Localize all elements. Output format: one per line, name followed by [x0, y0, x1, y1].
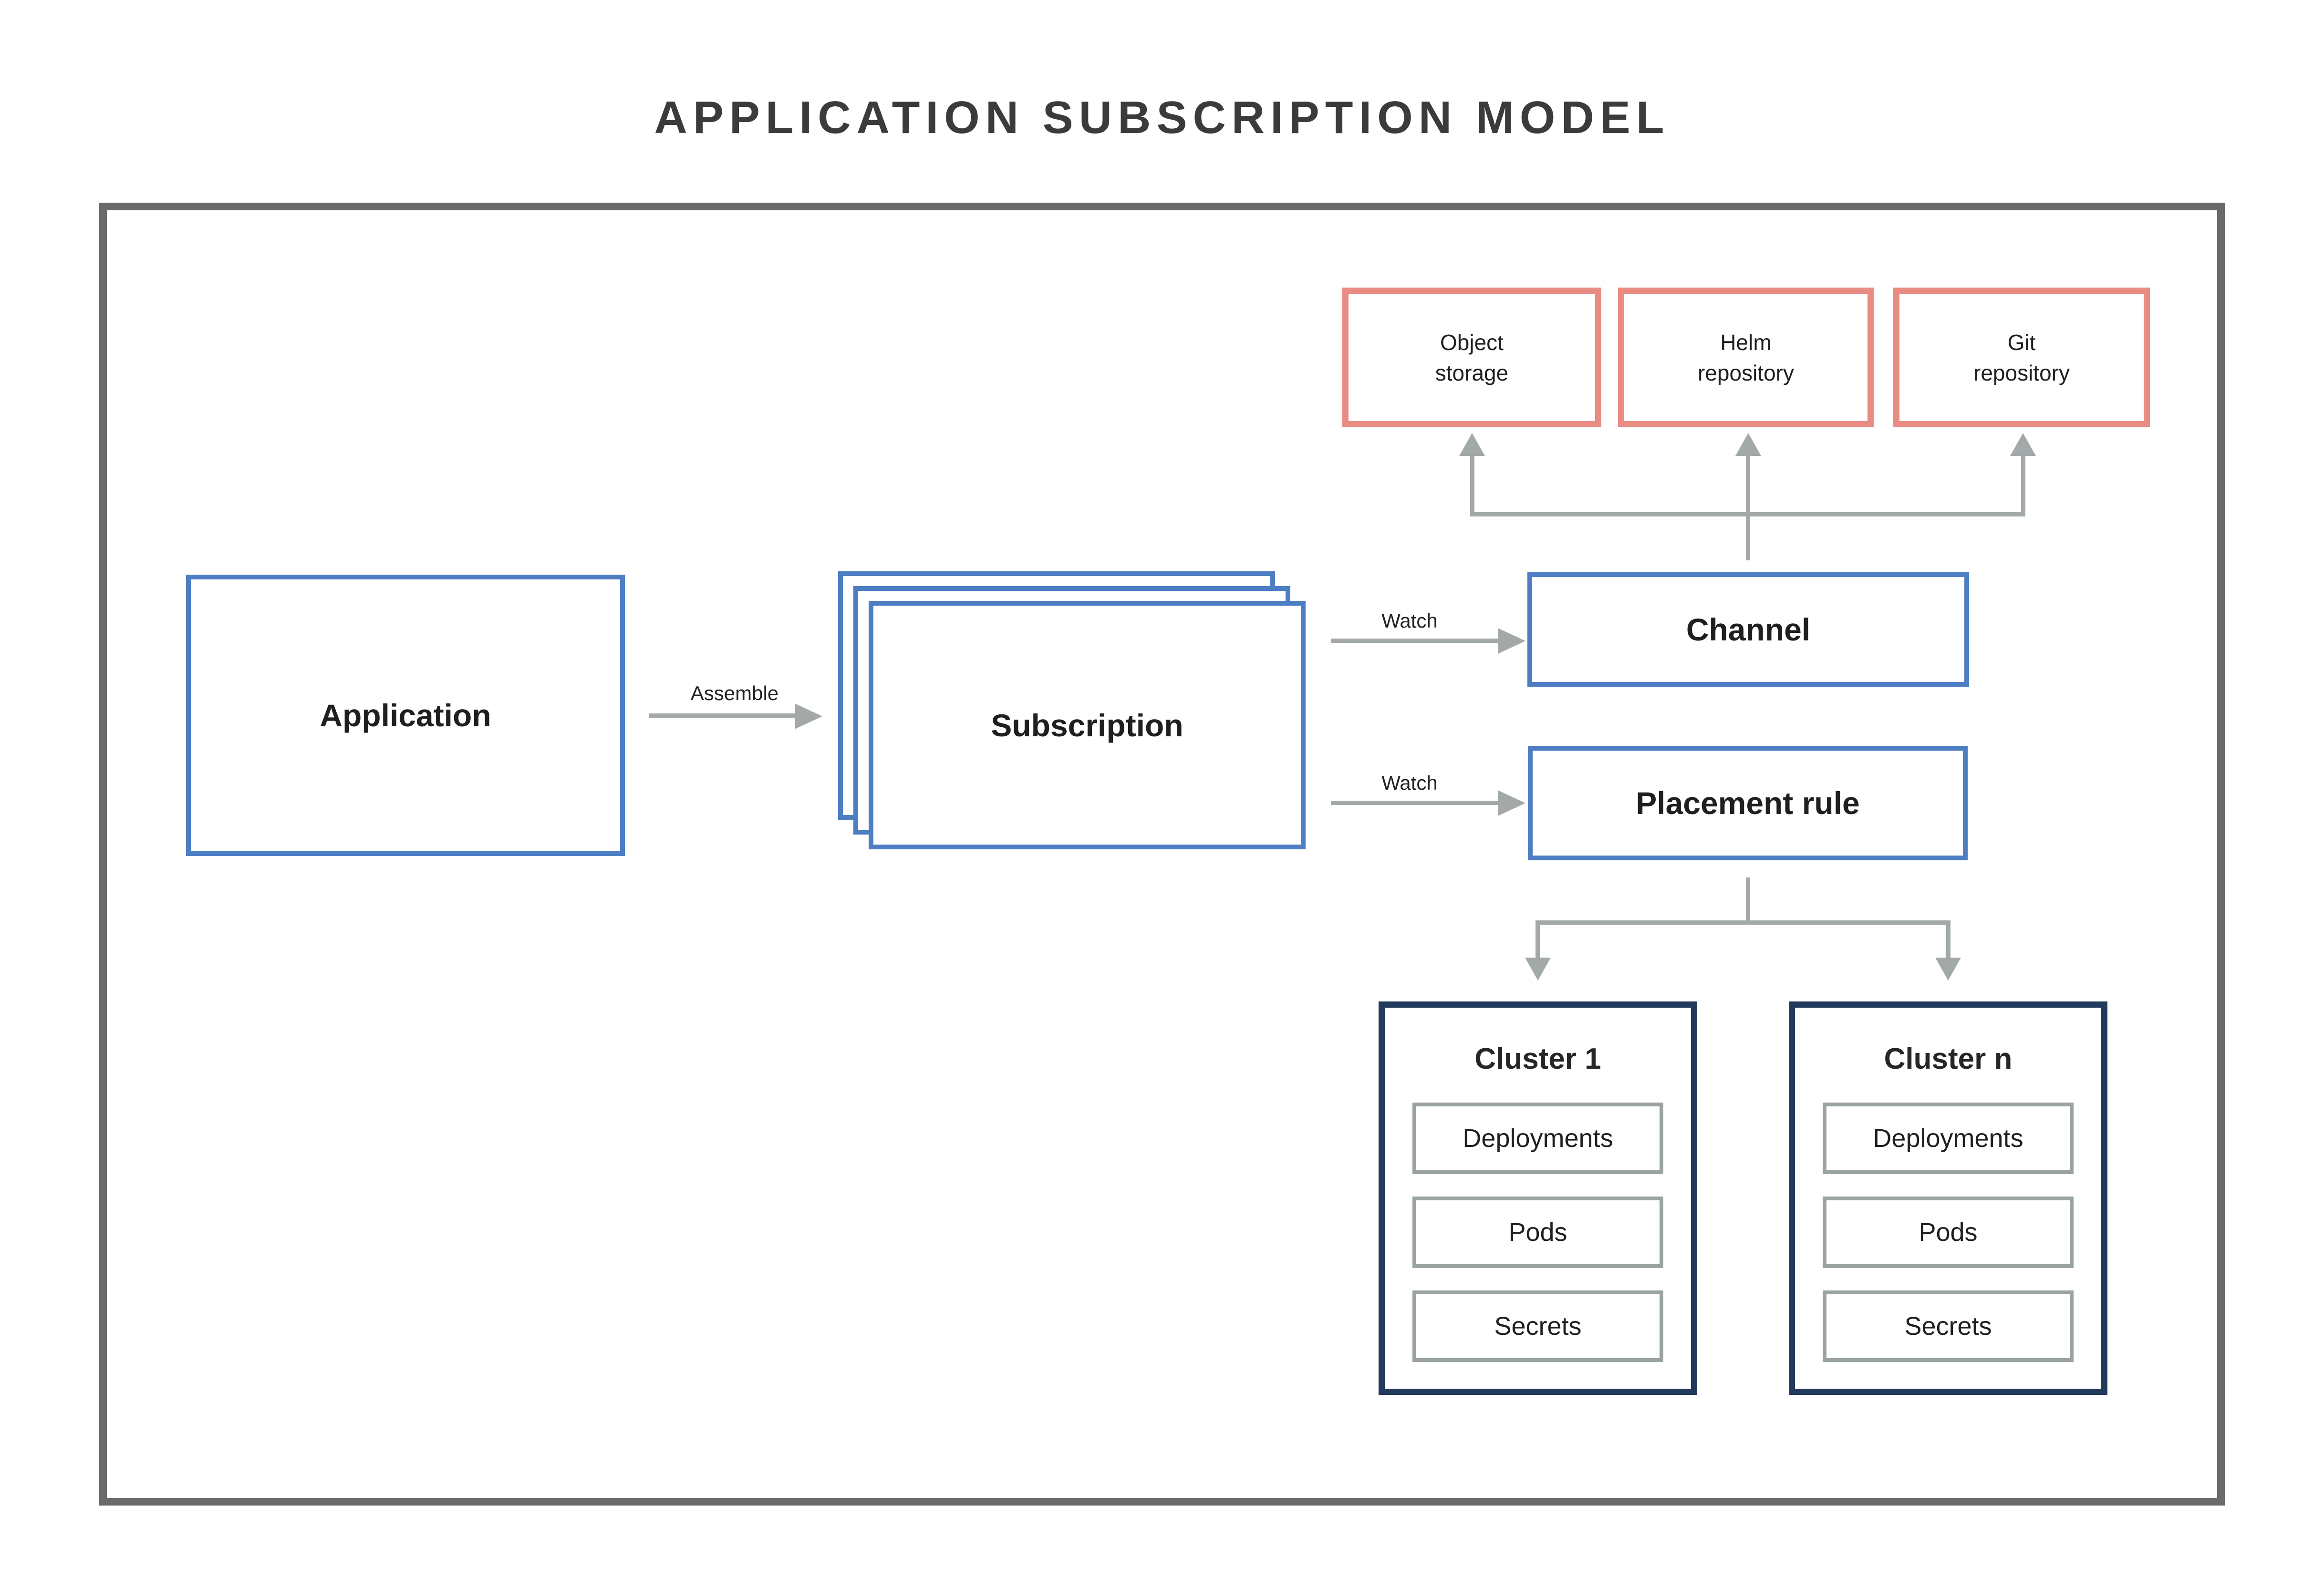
diagram-frame: [99, 203, 2225, 1506]
application-label: Application: [320, 698, 491, 733]
cluster-1-arrowhead-icon: [1525, 958, 1551, 980]
git-repository-label-line2: repository: [1973, 360, 2070, 385]
watch-placement-arrow-line: [1331, 801, 1498, 805]
cluster-1-secrets-box: Secrets: [1412, 1290, 1663, 1362]
helm-repository-arrowhead-icon: [1735, 433, 1761, 456]
cluster-n-box: Cluster n Deployments Pods Secrets: [1789, 1001, 2107, 1395]
page-title: APPLICATION SUBSCRIPTION MODEL: [654, 92, 1670, 143]
placement-tree-bar-line: [1536, 920, 1950, 925]
helm-repository-label-line2: repository: [1698, 360, 1794, 385]
channel-tree-right-line: [2021, 455, 2025, 514]
placement-tree-stem-line: [1746, 877, 1750, 922]
channel-tree-bar-line: [1470, 512, 2025, 516]
cluster-1-items: Deployments Pods Secrets: [1412, 1103, 1663, 1362]
object-storage-label-line1: Object: [1440, 330, 1504, 355]
cluster-1-pods-box: Pods: [1412, 1197, 1663, 1268]
git-repository-arrowhead-icon: [2010, 433, 2036, 456]
assemble-edge-label: Assemble: [690, 682, 779, 704]
cluster-n-deployments-box: Deployments: [1823, 1103, 2074, 1174]
cluster-n-pods-box: Pods: [1823, 1197, 2074, 1268]
watch-channel-arrowhead-icon: [1498, 628, 1525, 654]
channel-box: Channel: [1527, 572, 1969, 687]
channel-label: Channel: [1686, 612, 1811, 647]
assemble-arrowhead-icon: [795, 703, 822, 729]
object-storage-arrowhead-icon: [1459, 433, 1485, 456]
assemble-arrow-line: [649, 713, 795, 718]
placement-rule-box: Placement rule: [1528, 746, 1968, 860]
cluster-n-title: Cluster n: [1884, 1042, 2013, 1075]
placement-rule-label: Placement rule: [1636, 785, 1860, 821]
object-storage-box: Object storage: [1342, 288, 1601, 427]
watch-placement-edge-label: Watch: [1381, 772, 1438, 794]
watch-placement-arrowhead-icon: [1498, 790, 1525, 816]
cluster-1-title: Cluster 1: [1474, 1042, 1601, 1075]
watch-channel-edge-label: Watch: [1381, 609, 1438, 632]
channel-tree-left-line: [1470, 455, 1474, 514]
placement-tree-left-line: [1536, 922, 1540, 959]
placement-tree-right-line: [1946, 922, 1950, 959]
helm-repository-box: Helm repository: [1618, 288, 1874, 427]
cluster-n-arrowhead-icon: [1935, 958, 1961, 980]
subscription-box: Subscription: [869, 601, 1306, 849]
cluster-n-items: Deployments Pods Secrets: [1823, 1103, 2074, 1362]
channel-tree-stem-line: [1746, 455, 1750, 560]
cluster-1-box: Cluster 1 Deployments Pods Secrets: [1379, 1001, 1697, 1395]
git-repository-box: Git repository: [1893, 288, 2150, 427]
object-storage-label-line2: storage: [1435, 360, 1509, 385]
git-repository-label-line1: Git: [2007, 330, 2036, 355]
cluster-1-deployments-box: Deployments: [1412, 1103, 1663, 1174]
subscription-label: Subscription: [991, 707, 1183, 743]
watch-channel-arrow-line: [1331, 639, 1498, 643]
application-box: Application: [186, 575, 625, 856]
cluster-n-secrets-box: Secrets: [1823, 1290, 2074, 1362]
helm-repository-label-line1: Helm: [1720, 330, 1772, 355]
